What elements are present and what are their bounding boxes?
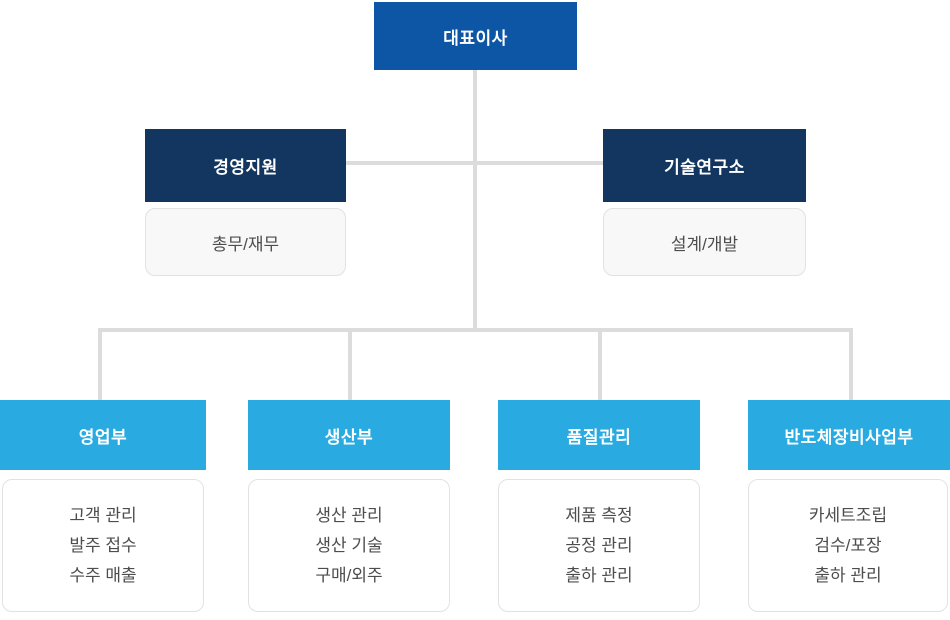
node-semiconductor-dept-label: 반도체장비사업부 — [784, 427, 914, 447]
card-semiconductor-item: 카세트조립 — [808, 505, 888, 525]
node-tech-research-label: 기술연구소 — [664, 158, 745, 177]
card-tech-research: 설계/개발 — [603, 208, 806, 276]
card-production-item: 생산 관리 — [315, 505, 383, 525]
node-management-support: 경영지원 — [145, 129, 346, 202]
node-sales-dept: 영업부 — [0, 400, 206, 470]
card-management-support: 총무/재무 — [145, 208, 346, 276]
node-semiconductor-dept: 반도체장비사업부 — [748, 400, 950, 470]
card-quality-item: 공정 관리 — [565, 535, 633, 555]
connector-drop-production — [348, 330, 352, 400]
connector-departments-horizontal — [98, 328, 853, 332]
card-semiconductor-dept: 카세트조립 검수/포장 출하 관리 — [748, 479, 948, 612]
card-semiconductor-item: 출하 관리 — [814, 565, 882, 585]
card-quality-item: 제품 측정 — [565, 505, 633, 525]
node-production-dept: 생산부 — [248, 400, 450, 470]
connector-divisions-horizontal — [345, 161, 605, 165]
card-tech-research-item: 설계/개발 — [670, 234, 739, 254]
node-quality-dept-label: 품질관리 — [566, 427, 632, 447]
node-sales-dept-label: 영업부 — [78, 427, 128, 447]
card-sales-item: 고객 관리 — [69, 505, 137, 525]
card-quality-item: 출하 관리 — [565, 565, 633, 585]
card-sales-item: 수주 매출 — [69, 565, 137, 585]
card-sales-item: 발주 접수 — [69, 535, 137, 555]
card-production-item: 구매/외주 — [315, 565, 383, 585]
node-tech-research: 기술연구소 — [603, 129, 806, 202]
connector-drop-semiconductor — [849, 330, 853, 400]
connector-root-vertical — [473, 70, 477, 330]
node-production-dept-label: 생산부 — [324, 427, 374, 447]
connector-drop-sales — [98, 330, 102, 400]
node-ceo: 대표이사 — [374, 2, 577, 70]
node-ceo-label: 대표이사 — [443, 28, 508, 48]
card-production-item: 생산 기술 — [315, 535, 383, 555]
node-quality-dept: 품질관리 — [498, 400, 700, 470]
card-sales-dept: 고객 관리 발주 접수 수주 매출 — [2, 479, 204, 612]
node-management-support-label: 경영지원 — [213, 158, 278, 177]
connector-drop-quality — [598, 330, 602, 400]
card-semiconductor-item: 검수/포장 — [814, 535, 882, 555]
card-production-dept: 생산 관리 생산 기술 구매/외주 — [248, 479, 450, 612]
card-quality-dept: 제품 측정 공정 관리 출하 관리 — [498, 479, 700, 612]
card-management-support-item: 총무/재무 — [211, 234, 280, 254]
